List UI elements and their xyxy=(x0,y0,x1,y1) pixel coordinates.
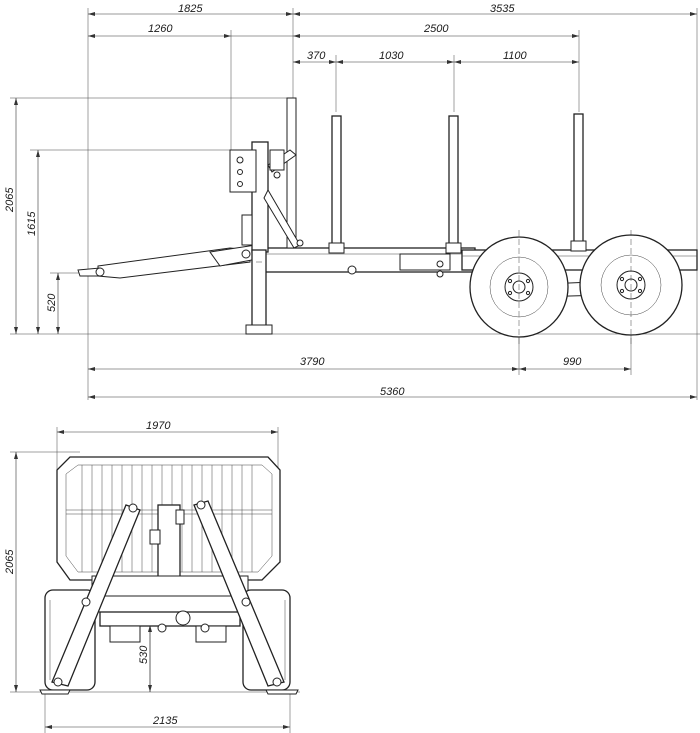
dim-track-width: 2135 xyxy=(152,715,178,727)
dim-height-total: 2065 xyxy=(4,187,16,213)
bunk-stakes xyxy=(328,113,587,254)
dim-axle-spacing: 990 xyxy=(563,356,582,368)
crane-column xyxy=(229,97,304,259)
rear-chassis xyxy=(91,575,249,643)
dim-ground-clearance: 530 xyxy=(138,645,150,664)
dim-stake-gap-2: 1030 xyxy=(379,50,404,62)
drawbar xyxy=(77,243,263,279)
dim-height-hitch: 520 xyxy=(46,293,58,312)
dim-overall-front: 1825 xyxy=(178,3,203,15)
dim-stake-span: 2500 xyxy=(423,23,449,35)
dim-height-bunk: 1615 xyxy=(26,211,38,236)
side-view: 1825 3535 1260 2500 370 1030 1100 2065 1… xyxy=(4,3,700,400)
dim-overall-length: 5360 xyxy=(380,386,405,398)
dim-axle-distance: 3790 xyxy=(300,356,325,368)
rear-view: 1970 2065 530 2135 xyxy=(4,420,300,733)
dim-bunk-width: 1970 xyxy=(146,420,171,432)
dim-overall-rear: 3535 xyxy=(490,3,515,15)
dim-rear-height-total: 2065 xyxy=(4,549,16,575)
support-leg xyxy=(245,249,273,335)
rear-stabilizer-left xyxy=(39,503,141,695)
dim-stake-gap-3: 1100 xyxy=(503,50,528,62)
rear-stabilizer-right xyxy=(193,500,299,695)
dim-stake-gap-1: 370 xyxy=(307,50,326,62)
dim-front-offset: 1260 xyxy=(148,23,173,35)
